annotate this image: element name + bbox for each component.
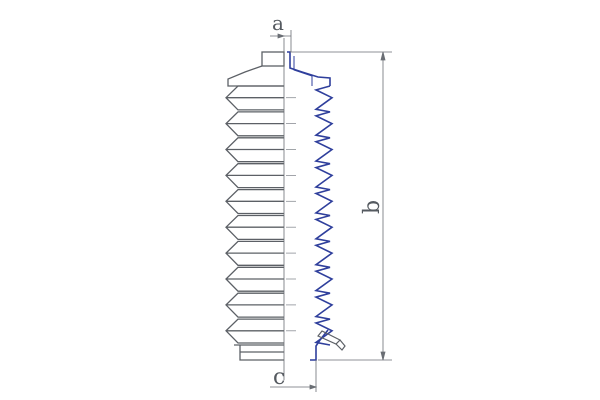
top-shoulder — [227, 65, 284, 87]
boot-outer-view — [225, 51, 285, 361]
dimension-a-label: a — [272, 11, 284, 35]
bellows-folds-outer — [225, 85, 284, 344]
section-inner — [293, 56, 313, 86]
fold-outlines — [225, 85, 284, 344]
bellows-folds-section — [286, 85, 334, 346]
vent-nipple — [317, 330, 346, 351]
dimension-b — [290, 51, 392, 361]
boot-section-view — [286, 51, 334, 361]
section-top — [287, 51, 331, 86]
dimension-c — [270, 360, 318, 392]
bottom-collar — [234, 344, 284, 361]
dimension-b-label: b — [360, 200, 385, 214]
section-bottom — [310, 329, 329, 361]
fold-section-wall — [313, 85, 334, 346]
dimension-c-label: c — [273, 365, 285, 390]
dimension-a — [270, 30, 292, 52]
top-collar — [261, 51, 285, 67]
